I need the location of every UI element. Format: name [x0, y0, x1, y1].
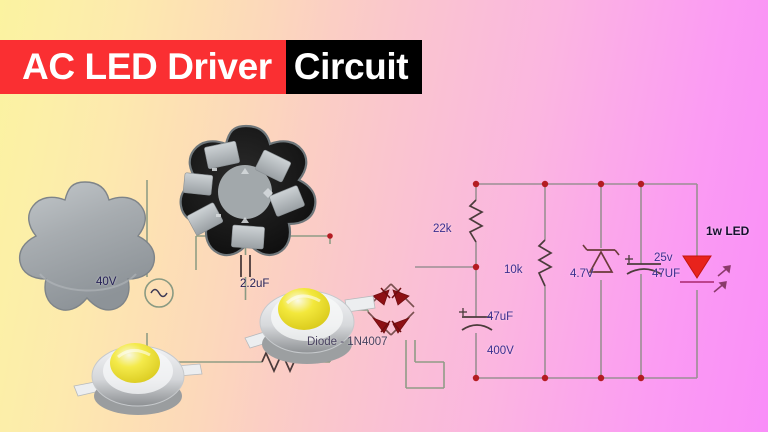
capacitor-2u2-symbol: [240, 255, 251, 277]
led-1w-symbol: [680, 255, 731, 293]
capacitor-47u-400v-symbol: [459, 308, 493, 331]
label-output-cap-25v: 25v: [654, 252, 673, 264]
resistor-10k-symbol: [537, 239, 553, 287]
ac-source-symbol: [144, 278, 174, 308]
star-pcb-black: [179, 124, 317, 257]
resistor-22k-symbol: [468, 199, 484, 243]
led-emitter-center: [244, 288, 376, 364]
led-emitter-lower-left: [73, 343, 203, 415]
title-text-secondary: Circuit: [285, 40, 423, 94]
label-output-cap-47uf: 47UF: [652, 268, 681, 280]
title-text-primary: AC LED Driver: [0, 40, 286, 94]
zener-diode-symbol: [582, 244, 620, 273]
junction-nodes: [327, 180, 645, 382]
label-output-led: 1w LED: [706, 224, 750, 238]
label-input-capacitor: 2.2uF: [240, 278, 270, 290]
star-pcb-grey: [18, 181, 156, 311]
label-source-voltage: 40V: [96, 276, 117, 288]
label-resistor-22k: 22k: [433, 223, 452, 235]
label-bridge-diode: Diode - 1N4007: [307, 336, 388, 348]
label-cap-47uf: 47uF: [487, 311, 514, 323]
label-resistor-10k: 10k: [504, 264, 523, 276]
title-banner: AC LED Driver Circuit: [0, 40, 423, 94]
bridge-rectifier-symbol: [367, 283, 415, 336]
label-cap-400v: 400V: [487, 345, 514, 357]
label-zener-4v7: 4.7V: [570, 268, 594, 280]
capacitor-47u-25v-symbol: [625, 255, 662, 275]
